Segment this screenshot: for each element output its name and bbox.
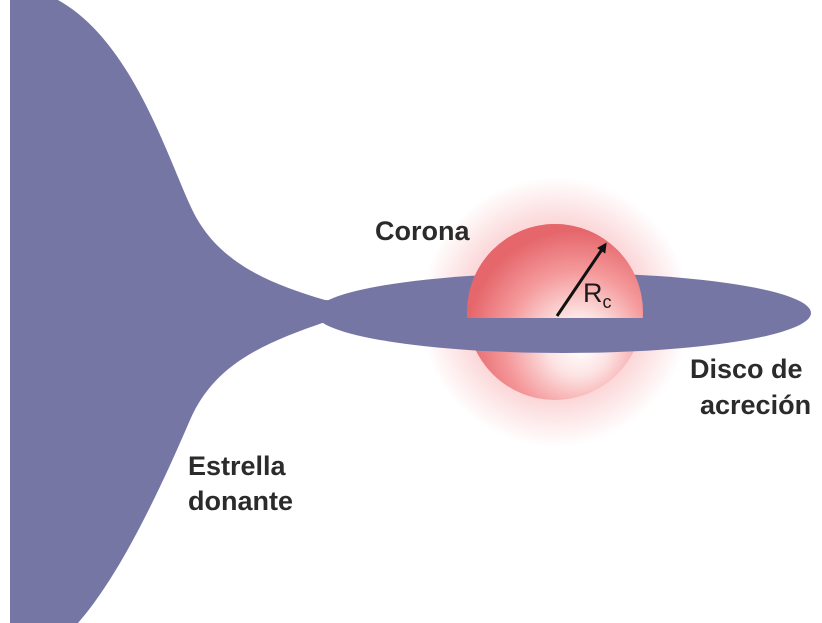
star-label-line2: donante xyxy=(188,486,293,516)
corona-label: Corona xyxy=(375,216,470,246)
disk-label-line1: Disco de xyxy=(690,354,803,384)
disk-label-line2: acreción xyxy=(700,390,811,420)
star-label-line1: Estrella xyxy=(188,451,287,481)
radius-subscript: c xyxy=(603,292,612,312)
radius-symbol: R xyxy=(583,278,603,308)
